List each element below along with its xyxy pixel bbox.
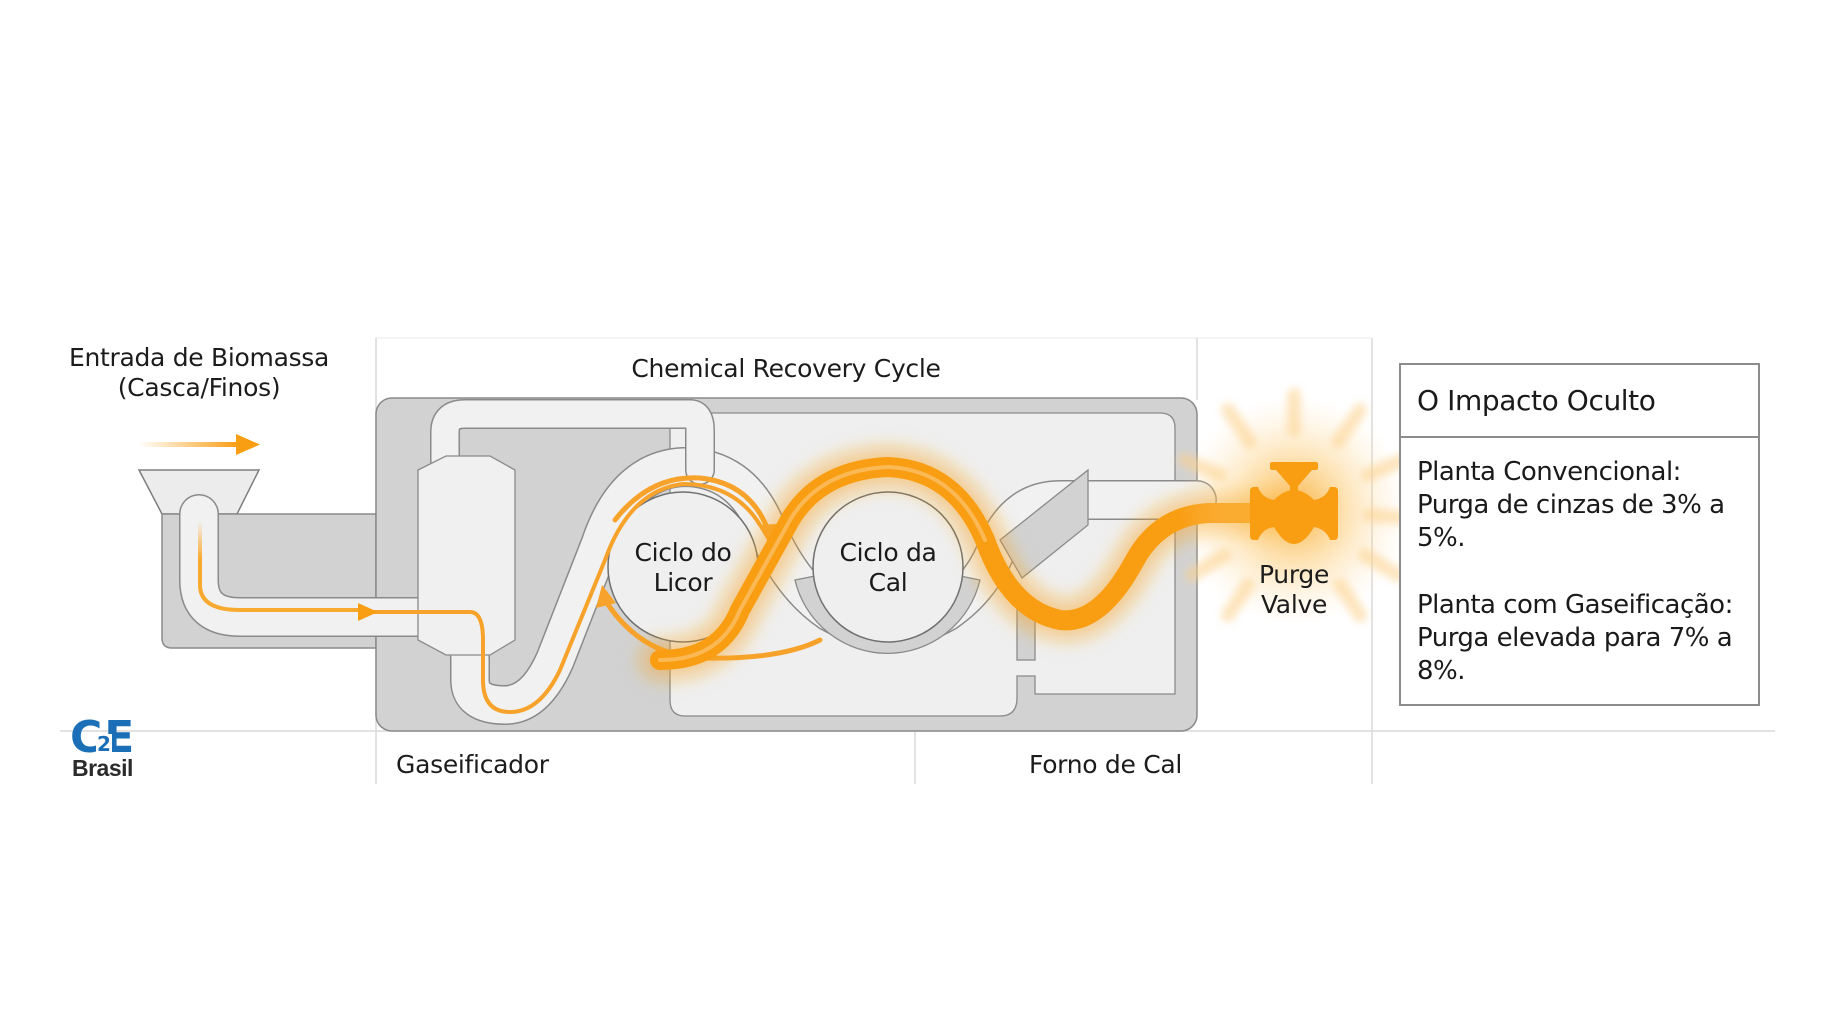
liquor-cycle-line2: Licor [653,568,713,597]
valve-rays [1178,388,1412,622]
liquor-cycle-label: Ciclo do Licor [634,538,731,598]
purge-valve-label: Purge Valve [1259,560,1329,620]
section-title: Chemical Recovery Cycle [631,354,941,383]
biomass-input-line1: Entrada de Biomassa [68,343,330,372]
biomass-input-line2: (Casca/Finos) [117,373,281,402]
purge-stream [640,447,1282,680]
hidden-impact-title: O Impacto Oculto [1401,365,1758,438]
lime-cycle-line2: Cal [868,568,908,597]
purge-valve-line1: Purge [1258,560,1330,589]
purge-valve[interactable] [1178,388,1412,625]
valve-icon [1250,462,1338,544]
gasifier-vessel [417,455,516,656]
biomass-input-label: Entrada de Biomassa (Casca/Finos) [69,343,329,403]
lime-cycle-label: Ciclo da Cal [839,538,936,598]
feed-flow [198,481,762,715]
feed-arrow [138,434,260,455]
gasification-plant-text: Planta com Gaseificação: Purga elevada p… [1417,590,1733,686]
conventional-plant-text: Planta Convencional: Purga de cinzas de … [1417,457,1725,553]
hidden-impact-box: O Impacto Oculto Planta Convencional: Pu… [1399,363,1760,706]
lime-cycle-line1: Ciclo da [839,538,937,567]
hidden-impact-body: Planta Convencional: Purga de cinzas de … [1401,438,1758,688]
logo-text: Brasil [72,755,133,781]
liquor-cycle-line1: Ciclo do [634,538,732,567]
purge-valve-line2: Valve [1260,590,1328,619]
gasifier-label: Gaseificador [396,750,549,779]
lime-cycle-circle [812,491,964,643]
lime-kiln-label: Forno de Cal [1029,750,1183,779]
logo-mark-sub: 2 [96,732,112,756]
